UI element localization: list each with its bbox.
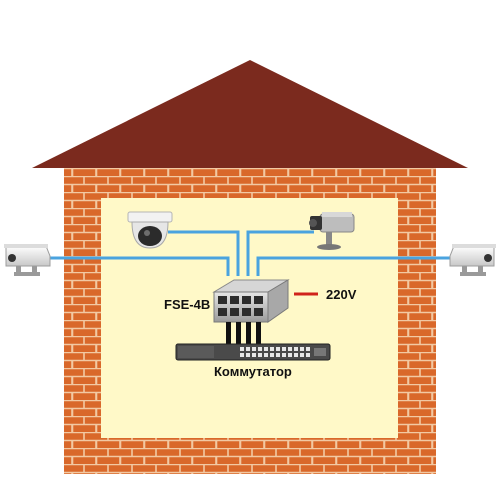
device-label: FSE-4B [164,297,210,312]
cable-left-camera [50,256,230,276]
cable-dome-camera [168,230,240,276]
cable-box-camera [246,230,314,276]
roof [32,60,468,168]
outdoor-camera-icon [449,244,496,276]
outdoor-camera-icon [4,244,51,276]
network-switch-icon [175,343,331,361]
switch-cables [226,322,261,344]
power-label: 220V [326,287,357,302]
dome-camera-icon [127,211,173,249]
poe-extender-icon [212,279,290,323]
network-cables [50,230,454,276]
box-camera-icon [309,212,355,250]
switch-label: Коммутатор [214,364,292,379]
cable-right-camera [256,256,454,276]
